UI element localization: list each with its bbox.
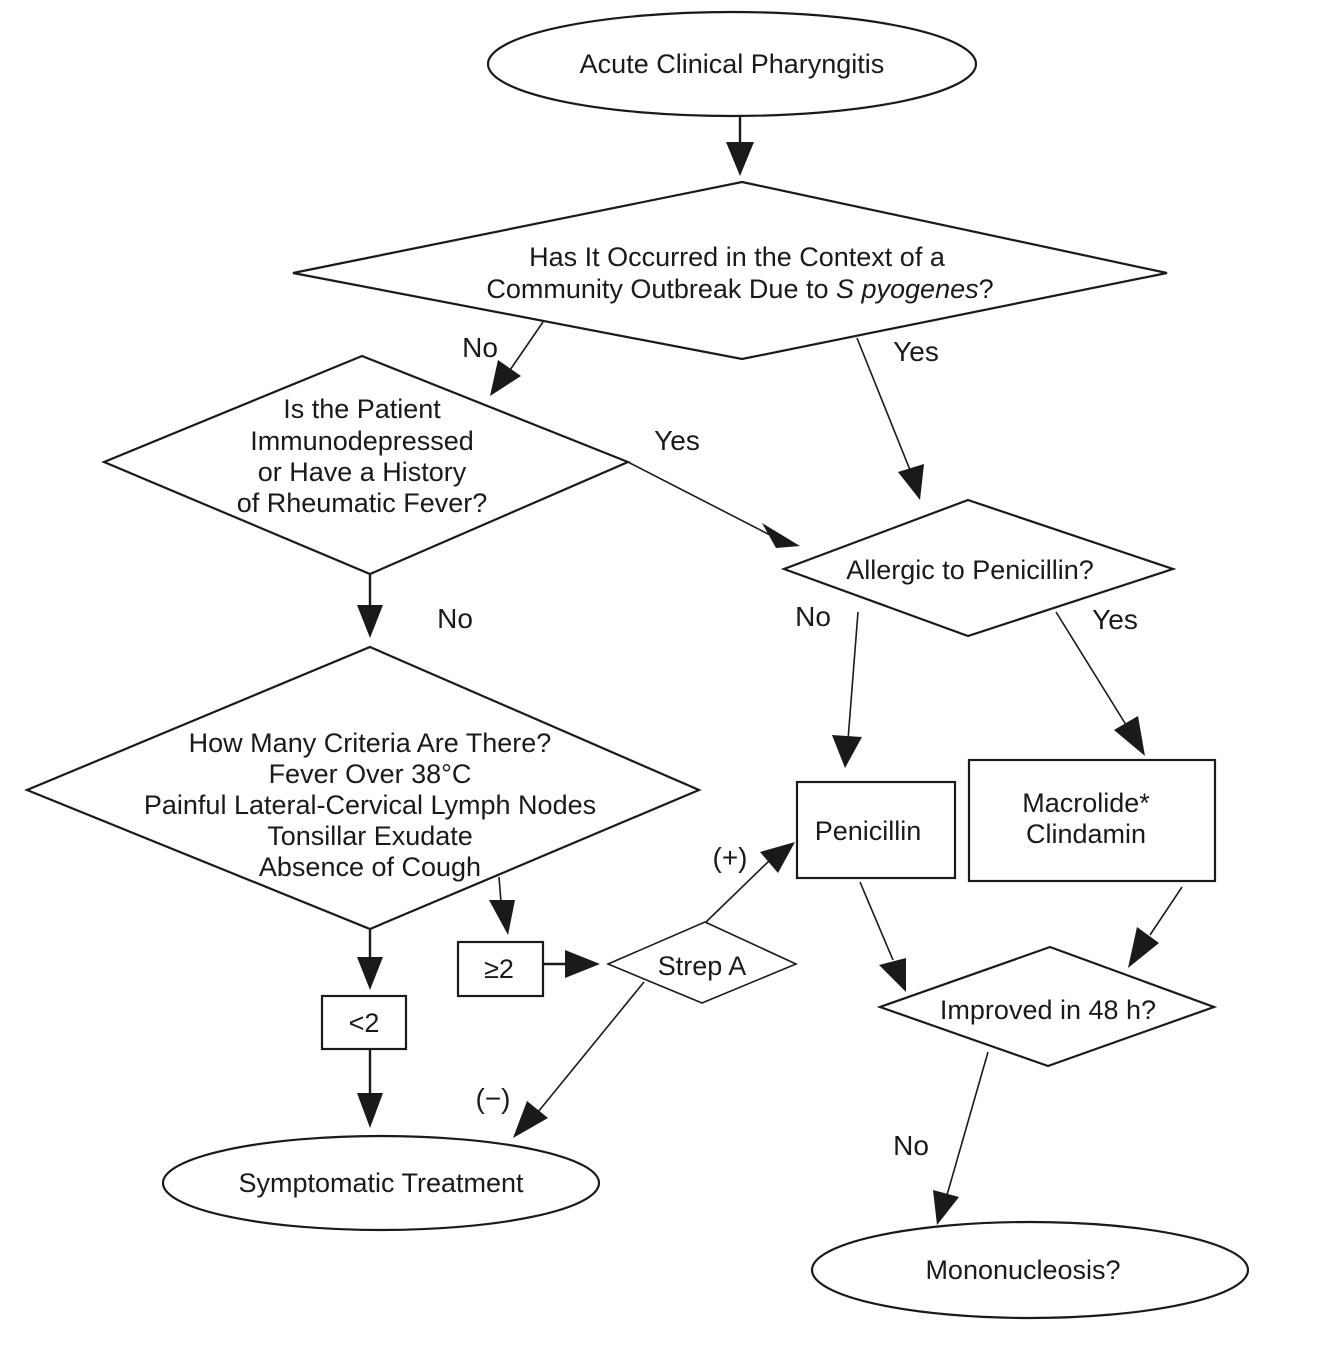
node-allergic-label: Allergic to Penicillin? — [846, 555, 1094, 585]
decision-shape — [292, 180, 1168, 361]
node-strep: Strep A — [605, 921, 798, 1004]
edge-outbreak-immuno — [509, 321, 544, 371]
decision-shape — [24, 645, 702, 931]
node-ge2-label: ≥2 — [484, 954, 514, 984]
node-lt2-label: <2 — [349, 1008, 380, 1038]
node-mono: Mononucleosis? — [810, 1220, 1250, 1320]
decision-shape — [780, 498, 1177, 638]
node-outbreak-line2: Community Outbreak Due to S pyogenes? — [486, 274, 993, 304]
terminal-shape — [161, 1134, 601, 1232]
node-outbreak-suffix: ? — [979, 274, 994, 304]
node-criteria-line4: Tonsillar Exudate — [267, 821, 473, 851]
node-outbreak-line1: Has It Occurred in the Context of a — [529, 242, 946, 272]
arrowhead — [879, 958, 906, 992]
process-shape — [795, 780, 957, 880]
node-criteria-line1: How Many Criteria Are There? — [189, 728, 552, 758]
label-allergic-yes: Yes — [1092, 604, 1138, 635]
edge-allergic-macrolide — [1055, 611, 1129, 729]
node-immuno-line1: Is the Patient — [283, 394, 441, 424]
arrowhead — [1128, 927, 1159, 968]
node-criteria-line2: Fever Over 38°C — [269, 759, 472, 789]
label-strep-positive: (+) — [713, 842, 748, 873]
node-symptomatic-label: Symptomatic Treatment — [238, 1168, 524, 1198]
decision-shape — [876, 945, 1218, 1068]
node-immuno-line3: or Have a History — [258, 457, 467, 487]
node-criteria-line5: Absence of Cough — [259, 852, 481, 882]
label-immuno-yes: Yes — [654, 425, 700, 456]
arrowhead — [760, 842, 795, 873]
label-outbreak-yes: Yes — [893, 336, 939, 367]
arrowhead — [832, 735, 862, 768]
edge-macrolide-improved — [1149, 886, 1183, 936]
process-shape — [456, 940, 545, 998]
label-strep-negative: (−) — [476, 1083, 511, 1114]
node-outbreak: Has It Occurred in the Context of a Comm… — [292, 180, 1168, 361]
node-strep-label: Strep A — [658, 951, 747, 981]
label-allergic-no: No — [795, 601, 831, 632]
label-outbreak-no: No — [462, 332, 498, 363]
node-lt2: <2 — [320, 994, 408, 1051]
terminal-shape — [810, 1220, 1250, 1320]
label-immuno-no: No — [437, 603, 473, 634]
arrowhead — [357, 1093, 383, 1128]
node-mono-label: Mononucleosis? — [925, 1255, 1120, 1285]
node-outbreak-line2-text: Community Outbreak Due to — [486, 274, 836, 304]
arrowhead — [1114, 716, 1145, 756]
arrowhead — [898, 464, 924, 500]
edge-allergic-penicillin — [847, 611, 859, 741]
arrowhead — [357, 605, 383, 638]
edge-criteria-ge2 — [498, 876, 502, 903]
node-symptomatic: Symptomatic Treatment — [161, 1134, 601, 1232]
edge-immuno-allergic — [627, 461, 771, 536]
decision-shape — [605, 921, 798, 1004]
label-improved-no: No — [893, 1130, 929, 1161]
node-macrolide: Macrolide* Clindamin — [967, 758, 1217, 883]
node-outbreak-organism: S pyogenes — [836, 274, 979, 304]
node-penicillin-label: Penicillin — [815, 816, 922, 846]
edge-strep-penicillin — [705, 859, 771, 923]
node-start-label: Acute Clinical Pharyngitis — [580, 49, 885, 79]
node-macrolide-line1: Macrolide* — [1022, 788, 1150, 818]
node-macrolide-line2: Clindamin — [1026, 819, 1146, 849]
node-ge2: ≥2 — [456, 940, 545, 998]
process-shape — [967, 758, 1217, 883]
node-immuno-line4: of Rheumatic Fever? — [237, 488, 488, 518]
arrowhead — [489, 900, 515, 935]
node-improved: Improved in 48 h? — [876, 945, 1218, 1068]
edge-outbreak-allergic — [856, 337, 911, 471]
edge-penicillin-improved — [859, 881, 894, 961]
arrowhead — [726, 142, 754, 176]
node-start: Acute Clinical Pharyngitis — [486, 10, 978, 118]
edge-strep-symptomatic — [537, 981, 645, 1113]
arrowhead — [565, 950, 600, 978]
arrowhead — [357, 957, 383, 990]
edge-improved-mono — [946, 1051, 989, 1196]
node-immuno-line2: Immunodepressed — [250, 426, 474, 456]
arrowhead — [513, 1101, 548, 1138]
edges — [357, 116, 1183, 1225]
decision-shape — [101, 354, 631, 576]
node-immuno: Is the Patient Immunodepressed or Have a… — [101, 354, 631, 576]
node-allergic: Allergic to Penicillin? — [780, 498, 1177, 638]
node-criteria: How Many Criteria Are There? Fever Over … — [24, 645, 702, 931]
arrowhead — [933, 1190, 959, 1225]
node-penicillin: Penicillin — [795, 780, 957, 880]
arrowhead — [490, 360, 521, 396]
arrowhead — [762, 523, 800, 548]
node-criteria-line3: Painful Lateral-Cervical Lymph Nodes — [144, 790, 596, 820]
process-shape — [320, 994, 408, 1051]
node-improved-label: Improved in 48 h? — [940, 995, 1156, 1025]
edge-labels: No Yes Yes No No Yes (+) (−) No — [437, 332, 1138, 1161]
terminal-shape — [486, 10, 978, 118]
